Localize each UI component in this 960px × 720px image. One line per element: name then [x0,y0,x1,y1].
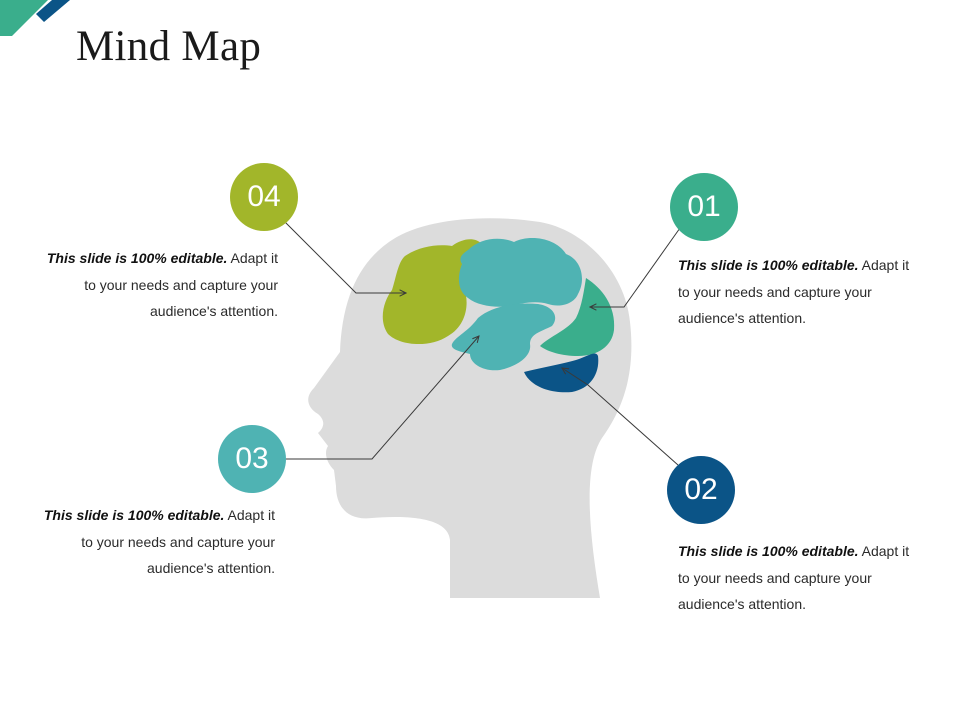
point-text-01-bold: This slide is 100% editable. [678,257,859,273]
point-text-02-bold: This slide is 100% editable. [678,543,859,559]
corner-stripe-green [0,0,48,36]
point-badge-01: 01 [670,173,738,241]
point-text-01: This slide is 100% editable. Adapt it to… [678,252,918,332]
point-text-03-bold: This slide is 100% editable. [43,507,225,523]
brain-lobe-green-04 [382,239,485,345]
point-badge-04: 04 [230,163,298,231]
slide-title: Mind Map [76,23,262,70]
point-text-01-body: Adapt it to your needs and capture your … [678,257,910,326]
point-text-03: This slide is 100% editable. Adapt it to… [35,502,275,582]
point-text-04-bold: This slide is 100% editable. [46,250,228,266]
leader-line-01 [590,227,681,307]
brain-lobe-green-01 [540,278,615,356]
point-text-03-body: Adapt it to your needs and capture your … [81,507,275,576]
point-text-04-body: Adapt it to your needs and capture your … [84,250,278,319]
leader-line-02 [562,368,679,466]
corner-decoration [0,0,70,36]
leader-line-04 [284,221,406,293]
brain-lobe-teal-bottom [451,303,556,371]
point-text-04: This slide is 100% editable. Adapt it to… [38,245,278,325]
point-text-02-body: Adapt it to your needs and capture your … [678,543,910,612]
leader-line-03 [286,336,479,460]
point-text-02: This slide is 100% editable. Adapt it to… [678,538,918,618]
point-badge-03: 03 [218,425,286,493]
brain-lobe-teal-top [458,238,582,307]
point-badge-02: 02 [667,456,735,524]
corner-stripe-blue [36,0,70,22]
